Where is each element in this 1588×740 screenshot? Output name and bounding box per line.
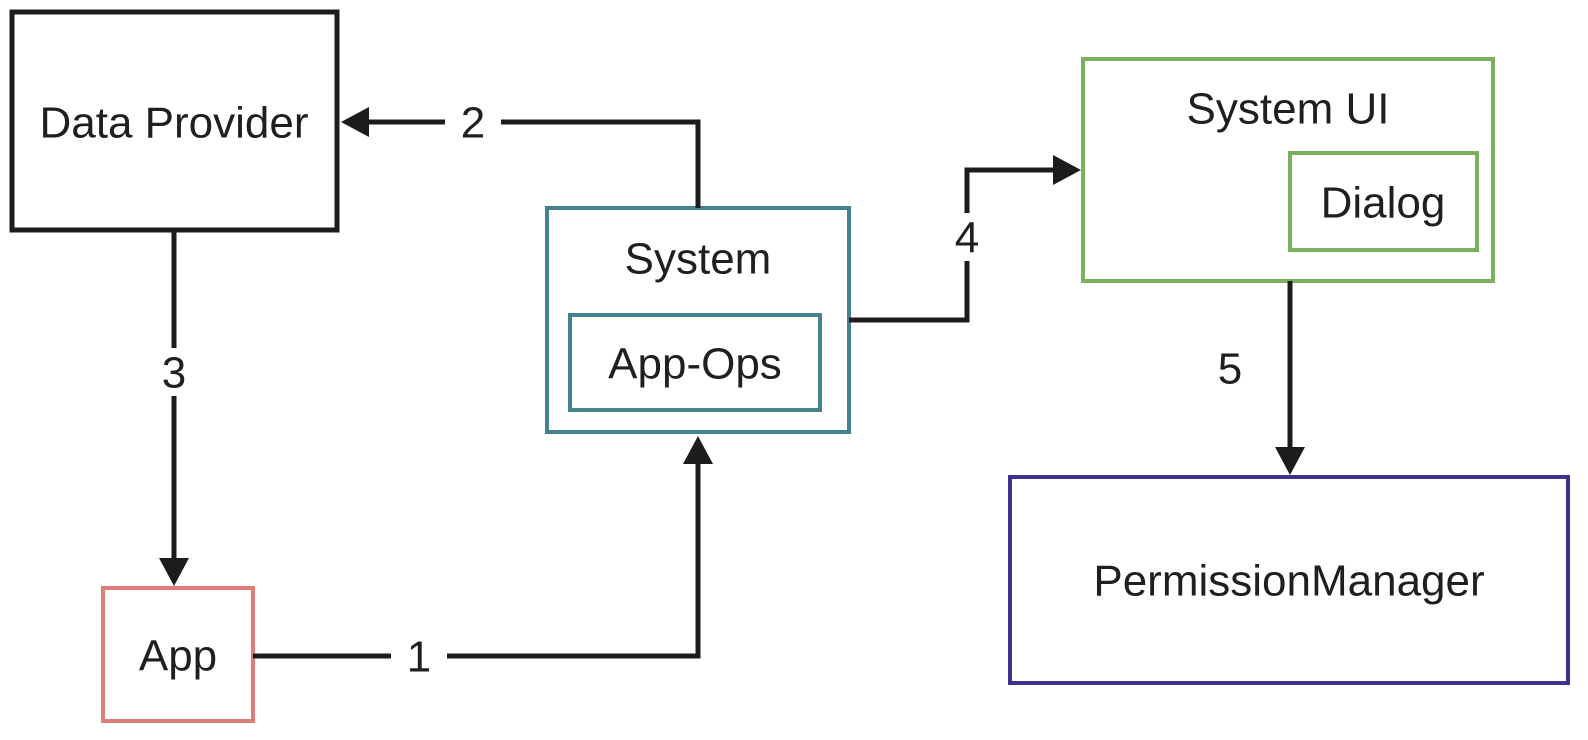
edge-label-2-gap <box>445 98 501 146</box>
arrow-1-line <box>253 462 701 659</box>
edge-labels: 1 2 3 4 5 <box>162 99 1242 682</box>
app-label: App <box>139 632 217 681</box>
arrow-4-head <box>1053 155 1081 185</box>
system-ui-label: System UI <box>1187 85 1390 134</box>
system-label: System <box>625 235 772 284</box>
app-ops-label: App-Ops <box>608 340 782 389</box>
arrow-3-head <box>159 558 189 586</box>
data-provider-box <box>9 9 340 233</box>
permission-manager-box <box>1008 475 1570 685</box>
edge-label-4: 4 <box>955 214 979 263</box>
dialog-label: Dialog <box>1321 179 1446 228</box>
edge-label-3-gap <box>146 348 202 396</box>
arrow-2-line <box>368 119 701 208</box>
arrow-2-head <box>341 107 369 137</box>
edge-label-gaps <box>146 98 995 680</box>
arrow-1-head <box>683 436 713 464</box>
node-labels: Data Provider App System App-Ops System … <box>39 85 1484 681</box>
edge-label-1: 1 <box>407 633 431 682</box>
edge-label-2: 2 <box>461 99 485 148</box>
edge-label-5: 5 <box>1218 345 1242 394</box>
app-ops-box <box>568 313 822 412</box>
edge-label-3: 3 <box>162 349 186 398</box>
data-provider-label: Data Provider <box>39 99 308 148</box>
arrow-5-head <box>1275 447 1305 475</box>
app-box <box>101 586 255 723</box>
edge-label-4-gap <box>939 213 995 261</box>
edge-label-1-gap <box>391 632 447 680</box>
dialog-box <box>1288 151 1479 252</box>
permission-manager-label: PermissionManager <box>1093 557 1484 606</box>
